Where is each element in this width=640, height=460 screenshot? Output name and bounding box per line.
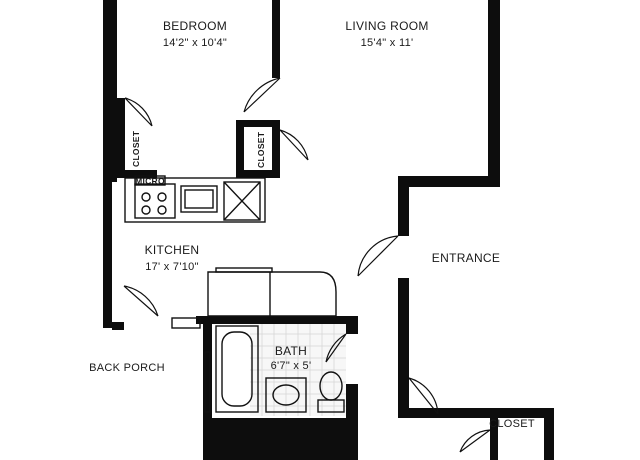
kitchen-dims: 17' x 7'10" bbox=[145, 261, 199, 273]
closet-door-bottom bbox=[459, 429, 491, 453]
closet-label-right: CLOSET bbox=[256, 131, 266, 168]
living-room-name: LIVING ROOM bbox=[345, 19, 428, 33]
bath-name: BATH bbox=[275, 344, 307, 358]
bath-sink bbox=[265, 377, 307, 413]
dishwasher bbox=[223, 181, 261, 221]
bathtub bbox=[215, 325, 259, 413]
entrance-label: ENTRANCE bbox=[432, 251, 500, 265]
stove bbox=[134, 183, 176, 219]
closet-door-right bbox=[279, 129, 309, 161]
appliance-unit bbox=[207, 271, 337, 317]
bedroom-name: BEDROOM bbox=[163, 19, 227, 33]
bath-dims: 6'7" x 5' bbox=[271, 360, 312, 372]
micro-label: MICRO bbox=[135, 176, 165, 186]
back-porch-label: BACK PORCH bbox=[89, 362, 165, 374]
closet-label-bottom: CLOSET bbox=[489, 418, 535, 430]
entrance-door bbox=[357, 235, 399, 277]
kitchen-name: KITCHEN bbox=[145, 243, 200, 257]
closet-door-left bbox=[124, 97, 153, 127]
bath-door bbox=[325, 333, 347, 363]
living-room-dims: 15'4" x 11' bbox=[361, 37, 414, 49]
doors bbox=[123, 77, 491, 453]
lower-door bbox=[408, 377, 439, 415]
kitchen-sink bbox=[180, 185, 218, 213]
walls bbox=[103, 0, 554, 460]
bedroom-door bbox=[243, 77, 281, 113]
bedroom-dims: 14'2" x 10'4" bbox=[163, 37, 227, 49]
fixtures bbox=[124, 175, 345, 413]
back-porch-door bbox=[123, 285, 159, 317]
closet-label-left: CLOSET bbox=[131, 130, 141, 167]
